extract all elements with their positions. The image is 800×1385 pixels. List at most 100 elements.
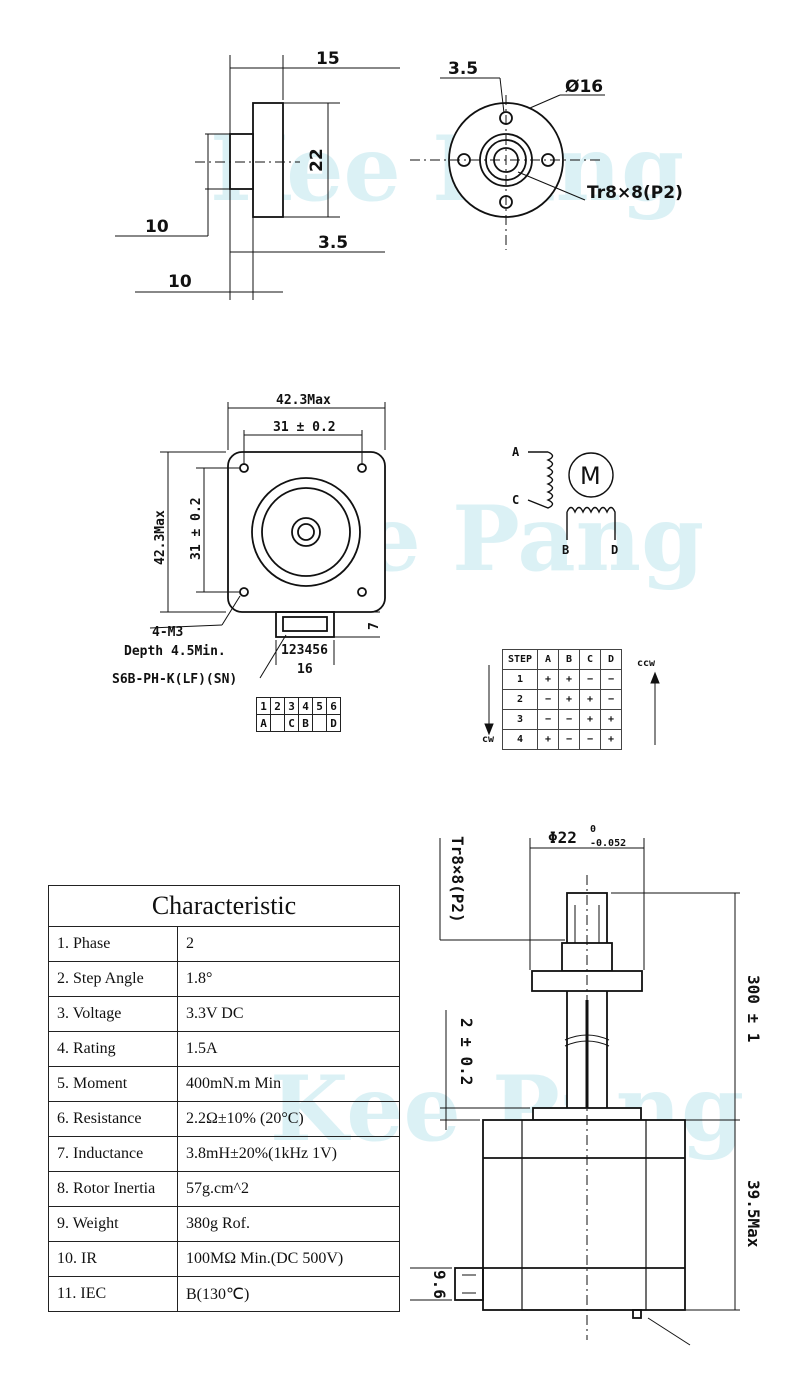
motor-side-view [410, 838, 740, 1346]
step-header-cell: C [579, 649, 601, 670]
step-sequence-table: STEP A B C D 1 + + − − 2 − + + − 3 − − +… [502, 649, 622, 750]
motor-front-view [149, 402, 386, 679]
characteristic-value: 3.3V DC [177, 996, 400, 1032]
step-cell: − [537, 689, 559, 710]
pin-cell: 4 [298, 697, 313, 715]
step-cell: − [558, 709, 580, 730]
step-cell: 1 [502, 669, 538, 690]
nut-dim-flange-thick: 3.5 [318, 233, 348, 253]
pin-number-row: 1 2 3 4 5 6 [256, 697, 341, 715]
characteristic-row: 5. Moment 400mN.m Min [48, 1066, 400, 1102]
step-row: 2 − + + − [502, 689, 622, 710]
schematic-motor-symbol: M [580, 462, 601, 490]
characteristic-row: 4. Rating 1.5A [48, 1031, 400, 1067]
characteristic-value: 400mN.m Min [177, 1066, 400, 1102]
characteristic-row: 11. IEC B(130℃) [48, 1276, 400, 1312]
motor-dim-connector: 16 [297, 662, 313, 677]
step-header-row: STEP A B C D [502, 649, 622, 670]
nut-thread-label: Tr8×8(P2) [587, 183, 683, 203]
motor-dim-connector-h: 7 [367, 622, 382, 630]
characteristic-row: 1. Phase 2 [48, 926, 400, 962]
characteristic-value: 1.5A [177, 1031, 400, 1067]
characteristic-key: 6. Resistance [48, 1101, 178, 1137]
nut-dim-left-a: 10 [145, 217, 169, 237]
phase-cell [270, 714, 285, 732]
pin-map-table: 1 2 3 4 5 6 A C B D [256, 697, 341, 732]
step-cell: − [600, 689, 622, 710]
side-tol-upper: 0 [590, 824, 596, 835]
phase-cell: A [256, 714, 271, 732]
schematic-label-b: B [562, 543, 569, 557]
watermark-top: Kee Pang [210, 116, 684, 222]
phase-cell: B [298, 714, 313, 732]
step-cell: + [537, 729, 559, 750]
nut-side-view [115, 55, 400, 300]
step-row: 1 + + − − [502, 669, 622, 690]
motor-dim-hole-pitch-v: 31 ± 0.2 [189, 497, 204, 560]
phase-cell: D [326, 714, 341, 732]
direction-arrows [484, 665, 660, 745]
pin-cell: 6 [326, 697, 341, 715]
step-row: 4 + − − + [502, 729, 622, 750]
motor-dim-hole-pitch: 31 ± 0.2 [273, 420, 336, 435]
motor-connector-pins: 123456 [281, 643, 328, 658]
step-cell: + [579, 709, 601, 730]
motor-depth-label: Depth 4.5Min. [124, 644, 226, 659]
motor-connector-label: S6B-PH-K(LF)(SN) [112, 672, 237, 687]
step-cell: − [600, 669, 622, 690]
pin-phase-row: A C B D [256, 714, 341, 732]
schematic-label-d: D [611, 543, 618, 557]
nut-dim-left-b: 10 [168, 272, 192, 292]
characteristic-key: 2. Step Angle [48, 961, 178, 997]
side-dim-gap: 2 ± 0.2 [457, 1018, 476, 1085]
characteristic-key: 7. Inductance [48, 1136, 178, 1172]
side-dim-diameter: Φ22 [548, 828, 577, 847]
characteristic-row: 6. Resistance 2.2Ω±10% (20°C) [48, 1101, 400, 1137]
step-cell: + [558, 669, 580, 690]
characteristic-value: 3.8mH±20%(1kHz 1V) [177, 1136, 400, 1172]
cw-label: cw [482, 734, 495, 745]
characteristic-value: 2.2Ω±10% (20°C) [177, 1101, 400, 1137]
characteristic-key: 5. Moment [48, 1066, 178, 1102]
characteristic-value: 2 [177, 926, 400, 962]
step-cell: − [537, 709, 559, 730]
nut-front-view [410, 77, 605, 250]
ccw-label: ccw [637, 658, 656, 669]
nut-dim-length: 15 [316, 49, 340, 69]
characteristic-row: 8. Rotor Inertia 57g.cm^2 [48, 1171, 400, 1207]
pin-cell: 2 [270, 697, 285, 715]
side-dim-body: 39.5Max [744, 1180, 763, 1248]
characteristic-value: 1.8° [177, 961, 400, 997]
step-cell: + [600, 729, 622, 750]
characteristic-value: 100MΩ Min.(DC 500V) [177, 1241, 400, 1277]
characteristic-key: 3. Voltage [48, 996, 178, 1032]
characteristic-key: 8. Rotor Inertia [48, 1171, 178, 1207]
step-row: 3 − − + + [502, 709, 622, 730]
phase-cell: C [284, 714, 299, 732]
characteristic-key: 9. Weight [48, 1206, 178, 1242]
step-cell: 3 [502, 709, 538, 730]
step-cell: − [579, 669, 601, 690]
winding-schematic [527, 451, 616, 540]
characteristic-value: B(130℃) [177, 1276, 400, 1312]
pin-cell: 5 [312, 697, 327, 715]
motor-dim-height-max: 42.3Max [153, 510, 168, 565]
characteristic-row: 3. Voltage 3.3V DC [48, 996, 400, 1032]
step-header-cell: D [600, 649, 622, 670]
schematic-label-a: A [512, 445, 520, 459]
characteristic-row: 9. Weight 380g Rof. [48, 1206, 400, 1242]
step-cell: + [537, 669, 559, 690]
motor-screw-label: 4-M3 [152, 625, 183, 640]
characteristic-value: 57g.cm^2 [177, 1171, 400, 1207]
characteristic-title: Characteristic [48, 885, 400, 927]
step-header-cell: A [537, 649, 559, 670]
phase-cell [312, 714, 327, 732]
side-thread-label: Tr8×8(P2) [448, 836, 467, 923]
characteristic-key: 4. Rating [48, 1031, 178, 1067]
step-header-cell: B [558, 649, 580, 670]
schematic-label-c: C [512, 493, 519, 507]
characteristic-value: 380g Rof. [177, 1206, 400, 1242]
pin-cell: 1 [256, 697, 271, 715]
characteristic-table: Characteristic 1. Phase 2 2. Step Angle … [48, 885, 400, 1312]
nut-dim-diameter: Ø16 [565, 77, 603, 97]
